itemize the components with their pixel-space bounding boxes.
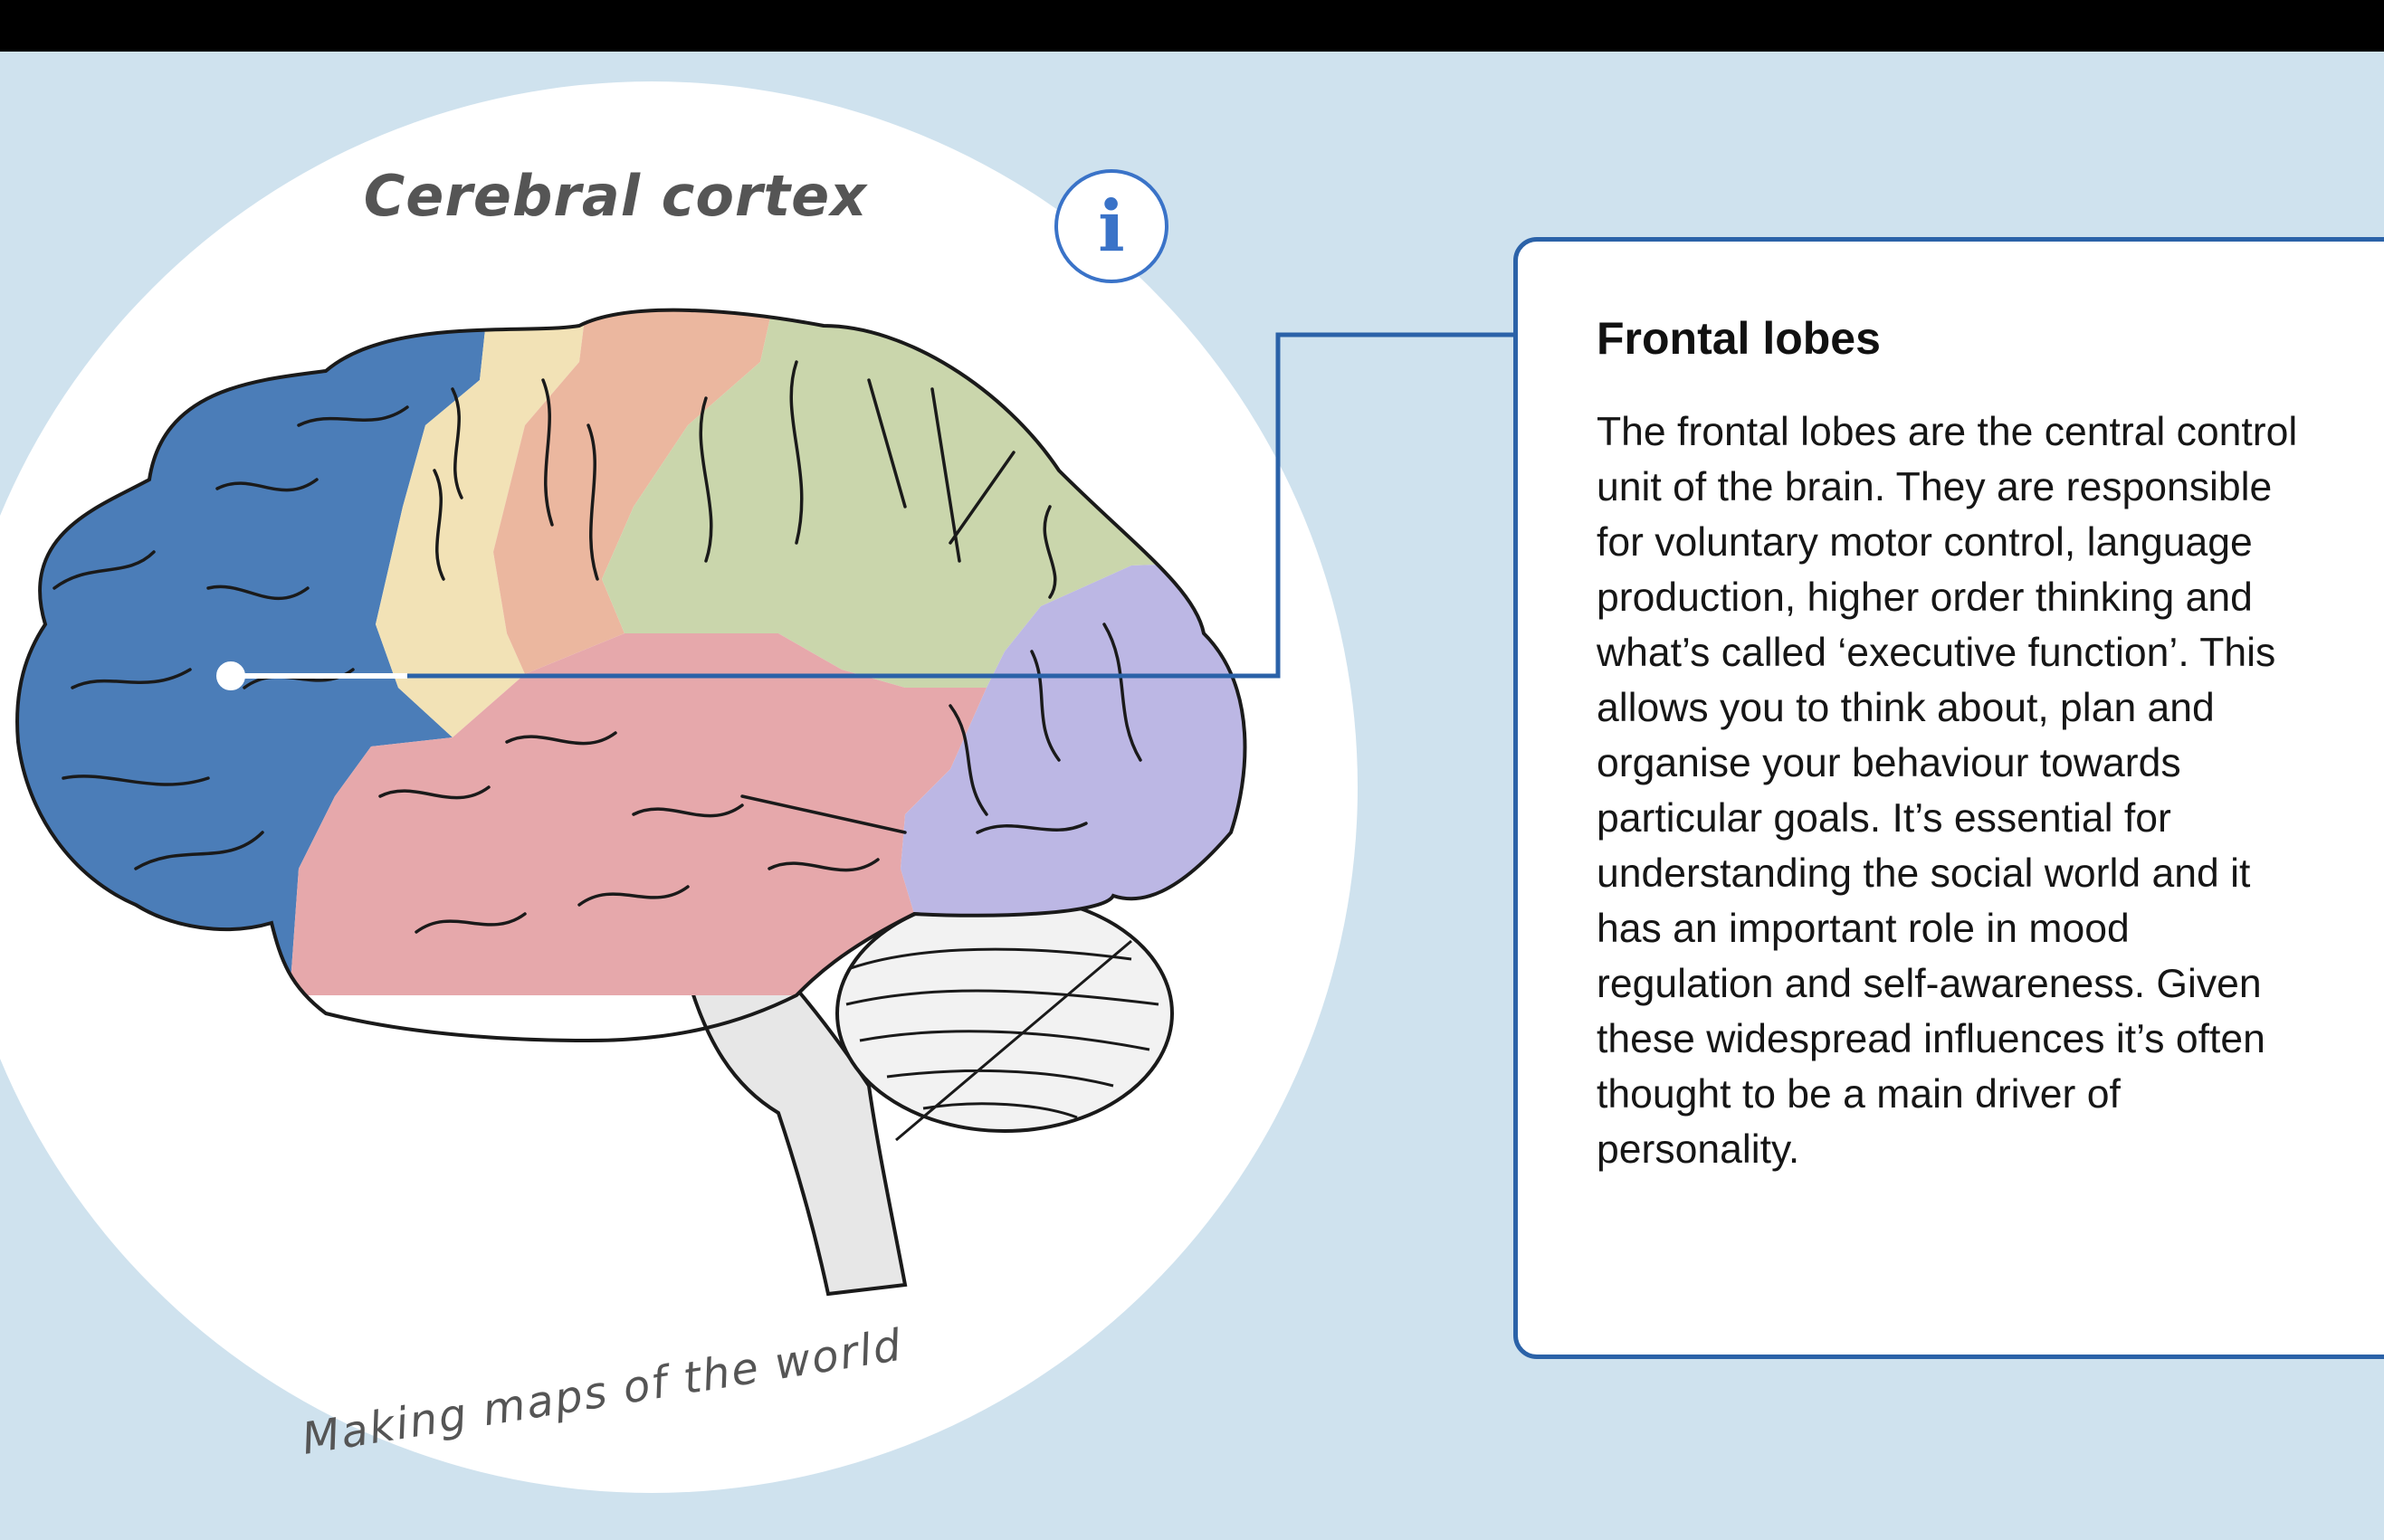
callout-connector	[231, 332, 1513, 679]
info-panel: Frontal lobes The frontal lobes are the …	[1513, 237, 2384, 1359]
somatosensory-cortex[interactable]	[493, 0, 842, 674]
diagram-title: Cerebral cortex	[363, 163, 868, 229]
frontal-lobe[interactable]	[0, 0, 520, 995]
panel-heading: Frontal lobes	[1597, 313, 1881, 364]
cerebellum	[835, 894, 1174, 1142]
brainstem	[685, 956, 908, 1297]
top-bar	[0, 0, 2384, 52]
brain-outline	[15, 308, 1247, 1043]
callout-marker[interactable]	[216, 661, 245, 690]
info-icon[interactable]: i	[1054, 169, 1168, 283]
panel-body: The frontal lobes are the central contro…	[1597, 410, 2298, 1172]
temporal-lobe[interactable]	[290, 633, 987, 995]
